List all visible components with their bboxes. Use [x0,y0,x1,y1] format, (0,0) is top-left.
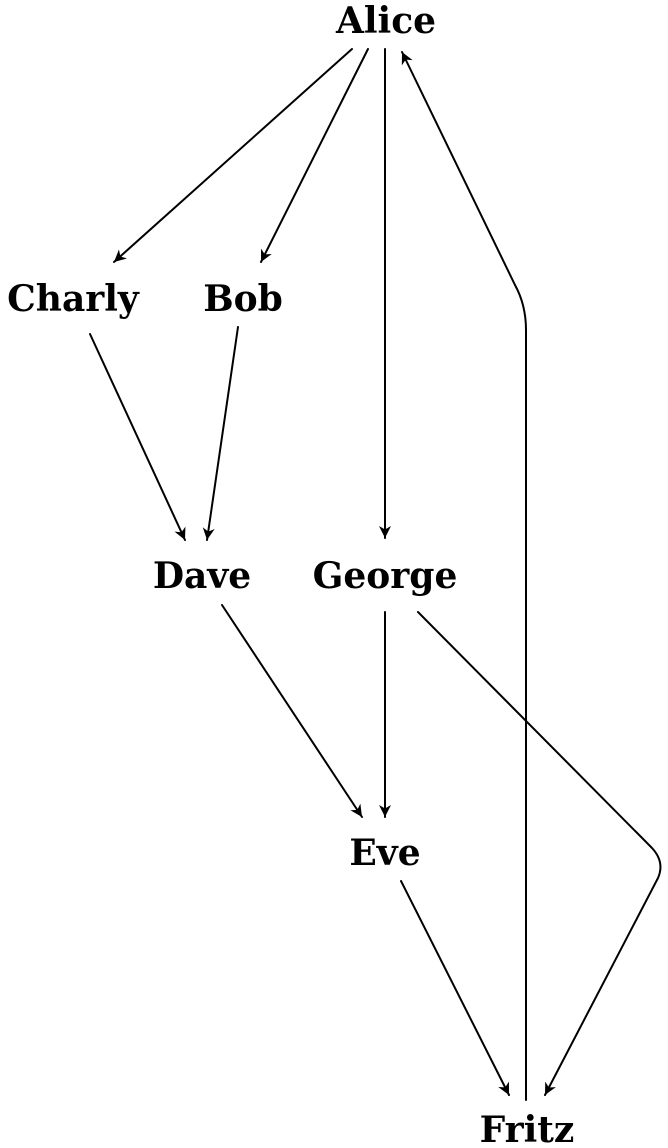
nodes: Alice Charly Bob Dave George Eve Fritz [7,0,574,1148]
node-fritz: Fritz [480,1109,575,1148]
node-alice: Alice [335,0,436,42]
node-bob: Bob [203,278,283,320]
edge-george-fritz [417,611,662,1096]
node-charly: Charly [7,278,140,320]
edge-fritz-alice [401,51,527,1101]
edge-charly-dave [89,333,186,541]
edge-bob-dave [202,326,239,541]
edge-eve-fritz [400,880,510,1096]
edge-dave-eve [221,604,363,818]
node-george: George [313,555,458,597]
edge-alice-bob [260,48,369,263]
node-dave: Dave [153,555,251,597]
edge-alice-charly [113,48,353,263]
node-eve: Eve [349,832,420,874]
edges [89,48,662,1101]
